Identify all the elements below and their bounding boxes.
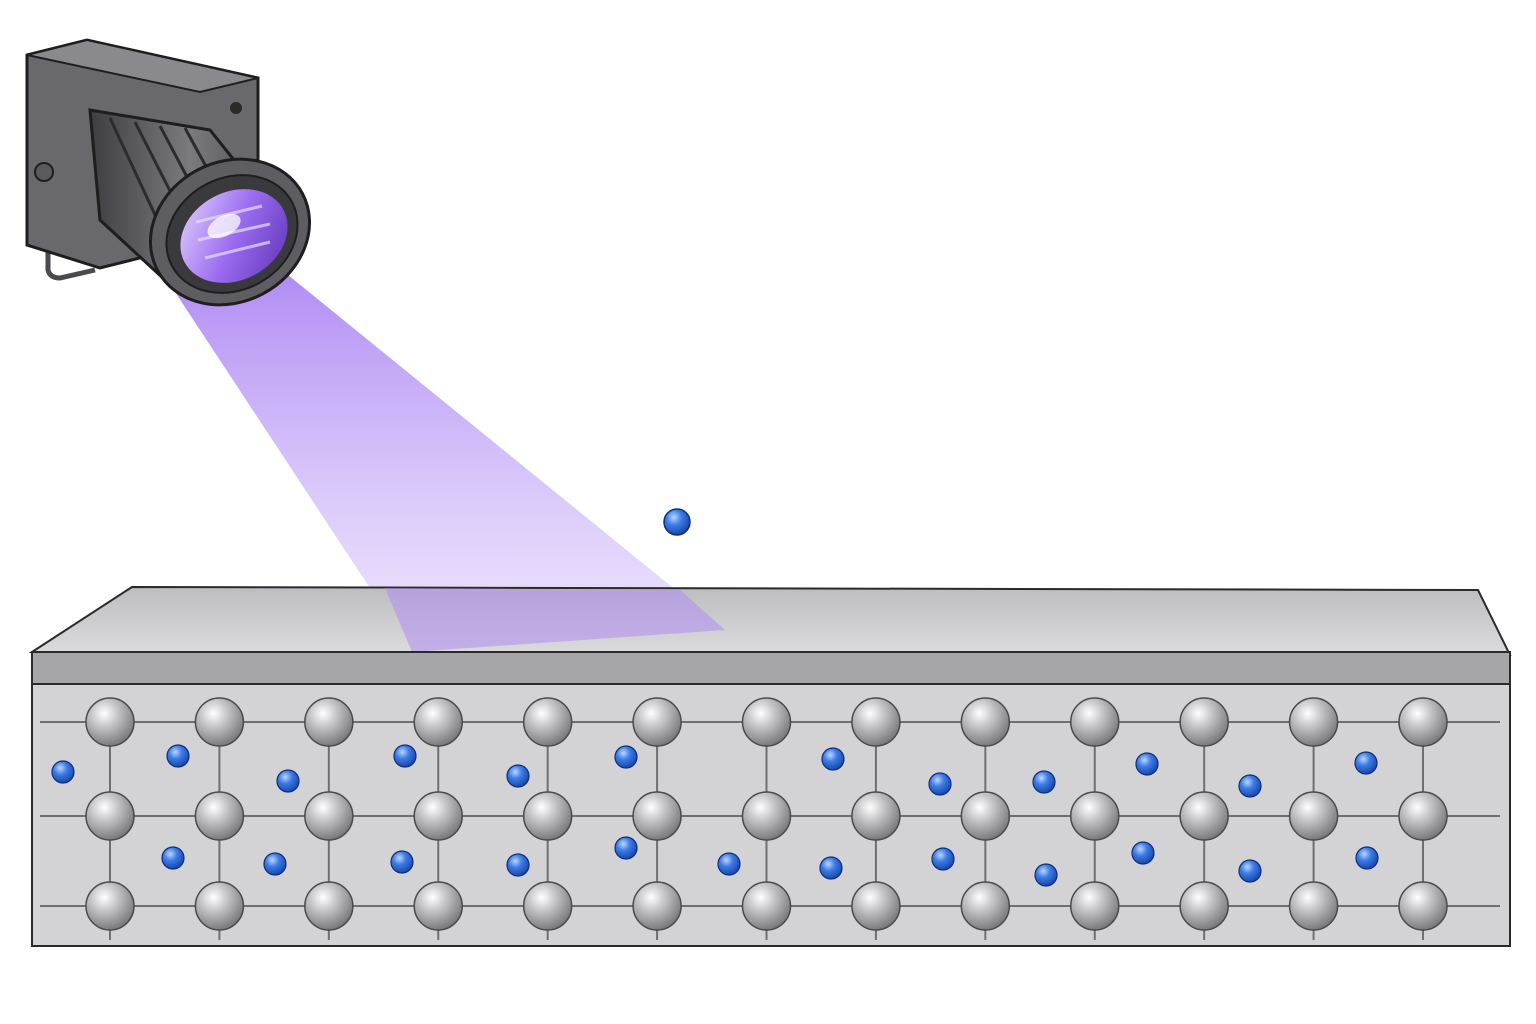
lattice-atom [632, 697, 682, 747]
lattice-atom [1398, 881, 1448, 931]
blue-particle [1032, 770, 1056, 794]
lattice-atom [194, 881, 245, 931]
lamp-screw-icon [230, 102, 242, 114]
lattice-atom [194, 791, 245, 841]
lattice-atom [85, 791, 135, 841]
lattice-atom [1179, 881, 1229, 931]
blue-particle [614, 745, 638, 769]
lattice-atom [194, 697, 245, 747]
blue-particle [161, 846, 185, 870]
lattice-atom [413, 791, 463, 841]
blue-particle [717, 852, 741, 876]
uv-light-beam [175, 262, 725, 652]
uv-lamp-icon [25, 38, 312, 307]
uv-beam-spot [385, 588, 725, 652]
lattice-atom [304, 881, 354, 931]
blue-particle [276, 769, 300, 793]
lattice-atom [741, 791, 792, 841]
lattice-atom [960, 791, 1011, 841]
blue-particle [928, 772, 952, 796]
blue-particle [166, 744, 190, 768]
lattice-atom [960, 697, 1011, 747]
blue-particle [1131, 841, 1155, 865]
lattice-atom [632, 791, 682, 841]
uv-lens [180, 189, 288, 283]
blue-particle [614, 836, 638, 860]
lattice-atom [522, 881, 573, 931]
blue-particle [1238, 859, 1262, 883]
blue-particle [1034, 863, 1058, 887]
lamp-knob-icon [34, 162, 54, 182]
lattice-atom [522, 791, 573, 841]
slab-front-edge [31, 651, 1511, 685]
lattice-atom [1288, 791, 1339, 841]
crystal-lattice [40, 697, 1500, 940]
lattice-atom [413, 881, 463, 931]
lattice-atom [522, 697, 573, 747]
blue-particle [263, 852, 287, 876]
blue-particle [506, 853, 530, 877]
lattice-atom [1288, 881, 1339, 931]
lattice-atom [85, 697, 135, 747]
lattice-atom [851, 697, 901, 747]
lattice-atom [851, 881, 901, 931]
lattice-atom [304, 791, 354, 841]
lattice-atom [1288, 697, 1339, 747]
lattice-atom [741, 881, 792, 931]
lattice-atom [632, 881, 682, 931]
blue-particle [1135, 752, 1159, 776]
lattice-atom [1179, 697, 1229, 747]
blue-particle [821, 747, 845, 771]
lattice-atom [1070, 791, 1120, 841]
lattice-atom [1398, 791, 1448, 841]
lattice-atom [304, 697, 354, 747]
blue-particle [51, 760, 75, 784]
interstitial-particles [51, 744, 1379, 887]
lattice-atom [1070, 697, 1120, 747]
lattice-atom [741, 697, 792, 747]
lattice-atom [413, 697, 463, 747]
blue-particle [1355, 846, 1379, 870]
blue-particle [819, 856, 843, 880]
blue-particle [931, 847, 955, 871]
blue-particle [1354, 751, 1378, 775]
lattice-atom [1179, 791, 1229, 841]
blue-particle [1238, 774, 1262, 798]
blue-particle [506, 764, 530, 788]
lamp-bracket [45, 150, 96, 281]
escaping-blue-particle [663, 508, 691, 536]
blue-particle [393, 744, 417, 768]
lattice-atom [960, 881, 1011, 931]
lattice-atom [1070, 881, 1120, 931]
lattice-atom [1398, 697, 1448, 747]
blue-particle [390, 850, 414, 874]
slab-top-surface [28, 585, 1512, 657]
lattice-atom [85, 881, 135, 931]
lattice-atom [851, 791, 901, 841]
